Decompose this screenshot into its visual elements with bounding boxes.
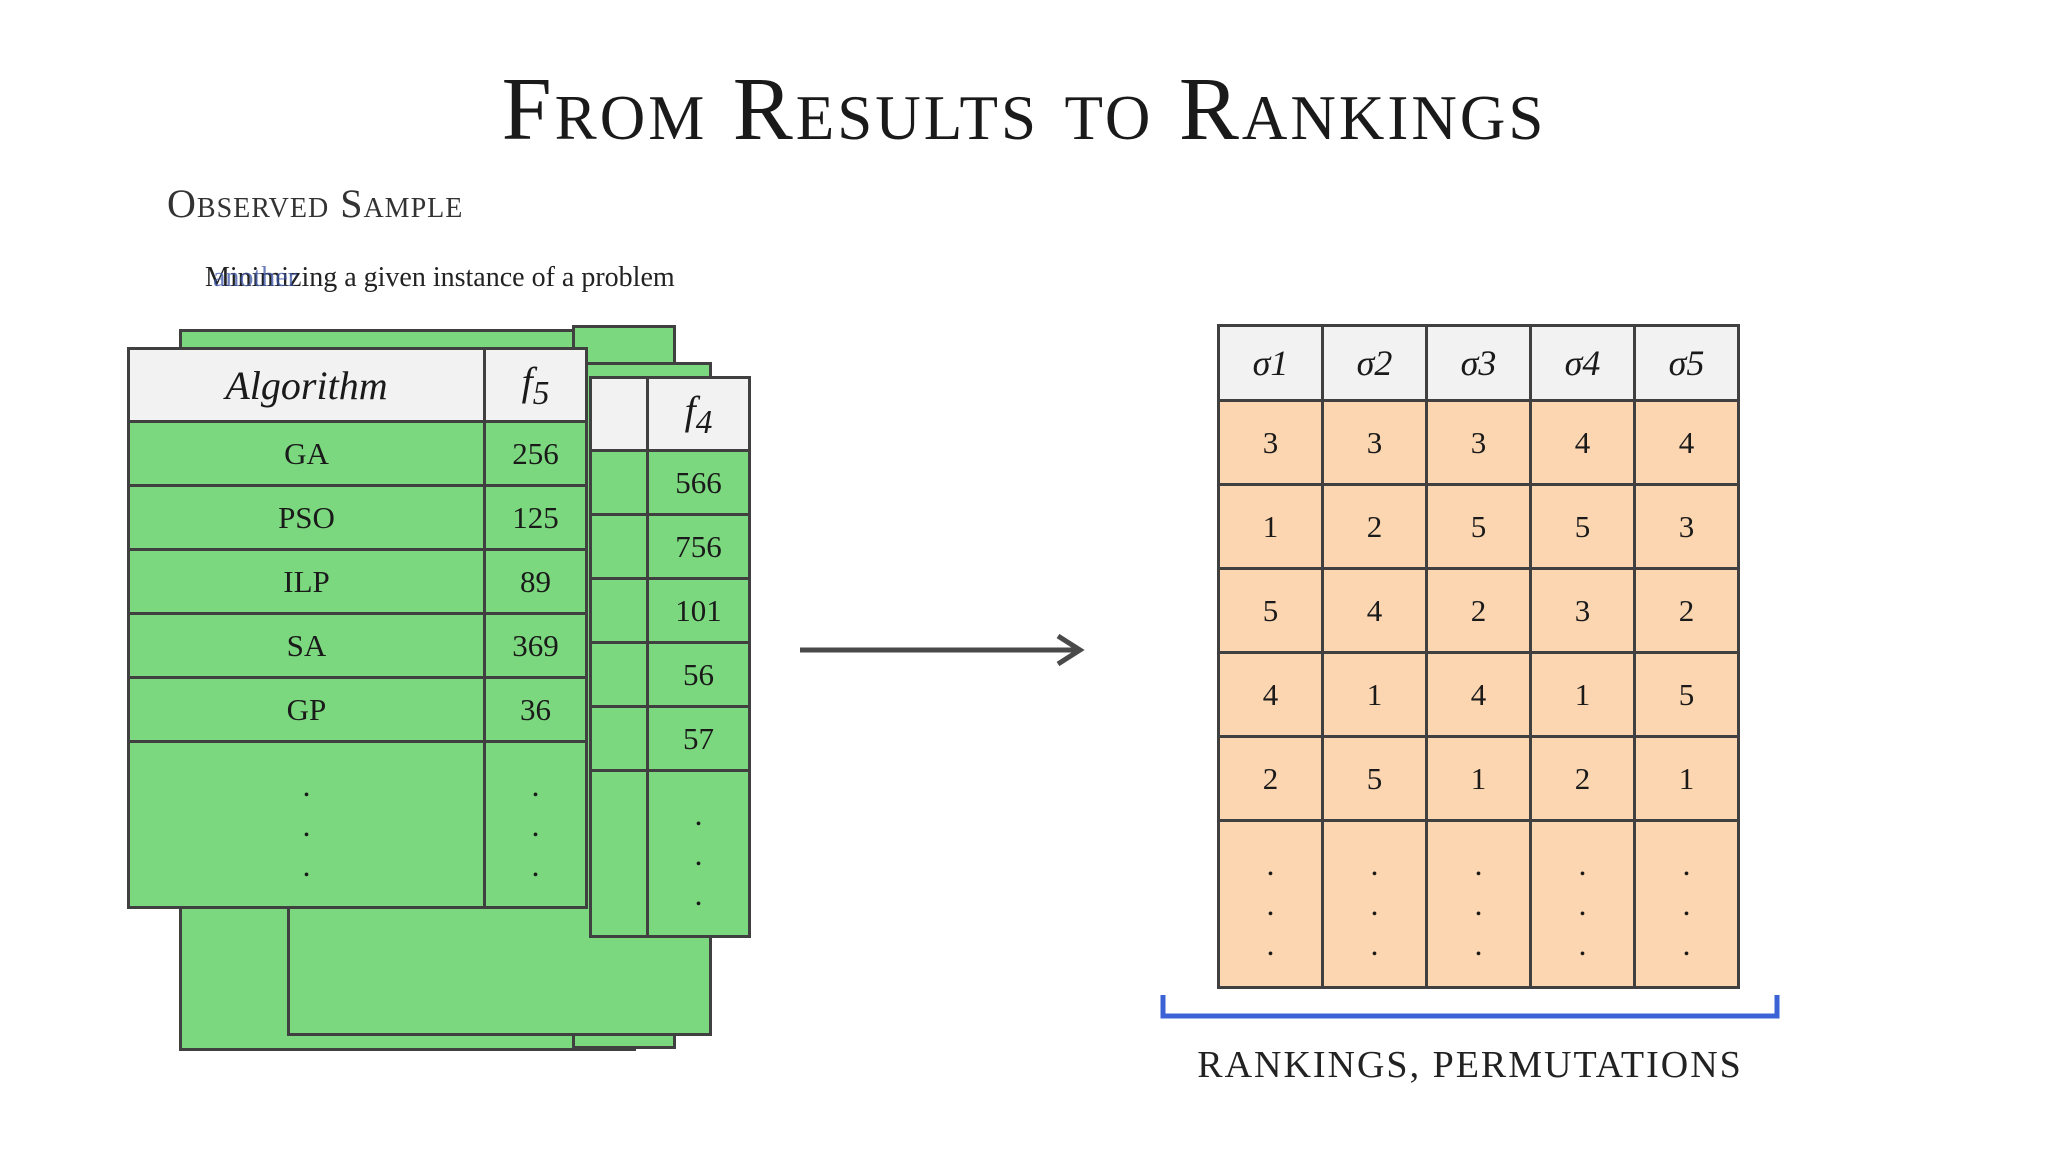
result-value-cell: 101 bbox=[646, 577, 751, 644]
ranking-cell: 3 bbox=[1633, 483, 1740, 570]
problem-caption: Minimizing a given instance of a problem… bbox=[205, 262, 675, 294]
hidden-cell bbox=[589, 705, 649, 772]
result-value-cell: 89 bbox=[483, 548, 588, 615]
hidden-cell bbox=[589, 513, 649, 580]
ranking-cell: 3 bbox=[1321, 399, 1428, 486]
results-header-index: 5 bbox=[532, 374, 550, 412]
ellipsis-cell: ... bbox=[127, 740, 486, 909]
ranking-cell: 4 bbox=[1633, 399, 1740, 486]
ranking-header-label: σ3 bbox=[1460, 343, 1497, 383]
ranking-header-label: σ4 bbox=[1564, 343, 1601, 383]
table-row-ellipsis: ... bbox=[589, 769, 751, 938]
ranking-cell: 4 bbox=[1217, 651, 1324, 738]
table-row: 756 bbox=[589, 513, 751, 580]
ranking-cell: 1 bbox=[1217, 483, 1324, 570]
algorithm-cell: GP bbox=[127, 676, 486, 743]
rankings-label: RANKINGS, PERMUTATIONS bbox=[1197, 1044, 1743, 1086]
table-row: 566 bbox=[589, 449, 751, 516]
algorithm-cell: GA bbox=[127, 420, 486, 487]
result-value-cell: 56 bbox=[646, 641, 751, 708]
table-row-ellipsis: ...... bbox=[127, 740, 588, 909]
ranking-cell: 5 bbox=[1529, 483, 1636, 570]
hidden-cell bbox=[589, 577, 649, 644]
table-row: 101 bbox=[589, 577, 751, 644]
ranking-cell: 2 bbox=[1529, 735, 1636, 822]
ranking-header: σ2 bbox=[1321, 324, 1428, 402]
ranking-header-label: σ5 bbox=[1668, 343, 1705, 383]
ellipsis-cell: ... bbox=[483, 740, 588, 909]
algorithm-cell: PSO bbox=[127, 484, 486, 551]
ranking-header: σ3 bbox=[1425, 324, 1532, 402]
ranking-cell: 1 bbox=[1321, 651, 1428, 738]
ellipsis-cell: ... bbox=[1321, 819, 1428, 989]
ranking-cell: 5 bbox=[1217, 567, 1324, 654]
table-row: 56 bbox=[589, 641, 751, 708]
ranking-header: σ1 bbox=[1217, 324, 1324, 402]
results-header-f5: f5 bbox=[483, 347, 588, 423]
results-back-header-index: 4 bbox=[695, 403, 713, 441]
hidden-cell bbox=[589, 449, 649, 516]
result-value-cell: 256 bbox=[483, 420, 588, 487]
result-value-cell: 36 bbox=[483, 676, 588, 743]
ranking-cell: 2 bbox=[1633, 567, 1740, 654]
ranking-cell: 2 bbox=[1321, 483, 1428, 570]
caption-text: Minimizing a given instance of a problem bbox=[205, 262, 675, 293]
algorithm-cell: SA bbox=[127, 612, 486, 679]
rankings-bracket bbox=[1160, 995, 1780, 1019]
ellipsis-cell: ... bbox=[646, 769, 751, 938]
ranking-cell: 3 bbox=[1217, 399, 1324, 486]
hidden-cell bbox=[589, 641, 649, 708]
transform-arrow-icon bbox=[800, 633, 1085, 667]
ranking-cell: 1 bbox=[1425, 735, 1532, 822]
results-back-header-pad bbox=[589, 376, 649, 452]
slide-title: From Results to Rankings bbox=[501, 60, 1547, 159]
ranking-header: σ5 bbox=[1633, 324, 1740, 402]
ellipsis-cell: ... bbox=[1425, 819, 1532, 989]
ranking-header-label: σ2 bbox=[1356, 343, 1393, 383]
caption-overlay-text: another bbox=[213, 262, 297, 293]
results-back-header-f4: f4 bbox=[646, 376, 751, 452]
ranking-cell: 4 bbox=[1321, 567, 1428, 654]
ellipsis-cell: ... bbox=[1217, 819, 1324, 989]
ranking-header: σ4 bbox=[1529, 324, 1636, 402]
table-row-ellipsis: ............... bbox=[1217, 819, 1740, 989]
ranking-cell: 4 bbox=[1529, 399, 1636, 486]
observed-sample-heading: Observed Sample bbox=[167, 181, 464, 226]
table-row: 57 bbox=[589, 705, 751, 772]
ranking-cell: 1 bbox=[1529, 651, 1636, 738]
ranking-cell: 2 bbox=[1217, 735, 1324, 822]
result-value-cell: 125 bbox=[483, 484, 588, 551]
ellipsis-cell: ... bbox=[1529, 819, 1636, 989]
results-header-algorithm: Algorithm bbox=[127, 347, 486, 423]
ellipsis-cell: ... bbox=[1633, 819, 1740, 989]
ranking-cell: 1 bbox=[1633, 735, 1740, 822]
algorithm-cell: ILP bbox=[127, 548, 486, 615]
ranking-header-label: σ1 bbox=[1252, 343, 1289, 383]
result-value-cell: 57 bbox=[646, 705, 751, 772]
ranking-cell: 4 bbox=[1425, 651, 1532, 738]
ranking-cell: 5 bbox=[1321, 735, 1428, 822]
ranking-cell: 3 bbox=[1425, 399, 1532, 486]
result-value-cell: 566 bbox=[646, 449, 751, 516]
ranking-cell: 5 bbox=[1425, 483, 1532, 570]
result-value-cell: 369 bbox=[483, 612, 588, 679]
hidden-cell bbox=[589, 769, 649, 938]
ranking-cell: 3 bbox=[1529, 567, 1636, 654]
ranking-cell: 5 bbox=[1633, 651, 1740, 738]
result-value-cell: 756 bbox=[646, 513, 751, 580]
ranking-cell: 2 bbox=[1425, 567, 1532, 654]
